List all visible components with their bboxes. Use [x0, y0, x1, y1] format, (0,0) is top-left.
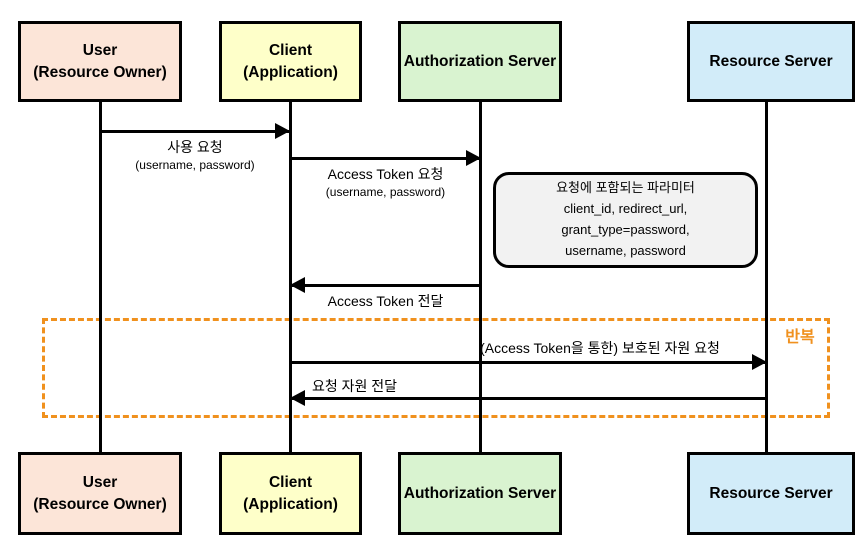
message-sublabel-1: (username, password)	[135, 158, 255, 172]
arrowhead-right-icon	[275, 123, 290, 139]
actor-authorization-server-top: Authorization Server	[398, 21, 562, 102]
arrowhead-right-icon	[752, 354, 767, 370]
params-note-title: 요청에 포함되는 파라미터	[556, 180, 695, 196]
message-line-2	[290, 157, 481, 160]
message-sublabel-2: (username, password)	[325, 185, 446, 199]
arrowhead-right-icon	[466, 150, 481, 166]
lifeline-resource-server	[765, 102, 768, 452]
message-line-5	[290, 397, 767, 400]
actor-resource-server-top: Resource Server	[687, 21, 855, 102]
message-line-4	[290, 361, 767, 364]
actor-authorization-server-bottom: Authorization Server	[398, 452, 562, 535]
params-note: 요청에 포함되는 파라미터 client_id, redirect_url, g…	[493, 172, 758, 268]
actor-label: User	[82, 41, 118, 59]
params-note-line: username, password	[565, 242, 686, 258]
actor-label: Authorization Server	[403, 484, 557, 502]
actor-label: Resource Server	[709, 52, 833, 70]
message-label-3: Access Token 전달	[327, 293, 444, 309]
actor-user-top: User (Resource Owner)	[18, 21, 182, 102]
actor-label: Resource Server	[709, 484, 833, 502]
actor-resource-server-bottom: Resource Server	[687, 452, 855, 535]
loop-repetition-box	[42, 318, 830, 418]
actor-label: User	[82, 473, 118, 491]
message-label-4: (Access Token을 통한) 보호된 자원 요청	[480, 340, 720, 356]
actor-label: Client	[268, 41, 313, 59]
actor-sublabel: (Resource Owner)	[33, 63, 167, 81]
actor-client-bottom: Client (Application)	[219, 452, 362, 535]
actor-sublabel: (Application)	[243, 495, 338, 513]
params-note-line: client_id, redirect_url,	[563, 201, 688, 217]
arrowhead-left-icon	[290, 390, 305, 406]
message-label-2: Access Token 요청	[327, 166, 444, 182]
actor-sublabel: (Application)	[243, 63, 338, 81]
actor-label: Client	[268, 473, 313, 491]
message-label-5: 요청 자원 전달	[312, 378, 398, 394]
arrowhead-left-icon	[290, 277, 305, 293]
message-line-1	[100, 130, 290, 133]
loop-label: 반복	[785, 329, 815, 346]
message-line-3	[290, 284, 481, 287]
actor-user-bottom: User (Resource Owner)	[18, 452, 182, 535]
lifeline-user	[99, 102, 102, 452]
actor-label: Authorization Server	[403, 52, 557, 70]
lifeline-authorization-server	[479, 102, 482, 452]
actor-sublabel: (Resource Owner)	[33, 495, 167, 513]
actor-client-top: Client (Application)	[219, 21, 362, 102]
params-note-line: grant_type=password,	[561, 222, 690, 237]
message-label-1: 사용 요청	[167, 139, 223, 155]
